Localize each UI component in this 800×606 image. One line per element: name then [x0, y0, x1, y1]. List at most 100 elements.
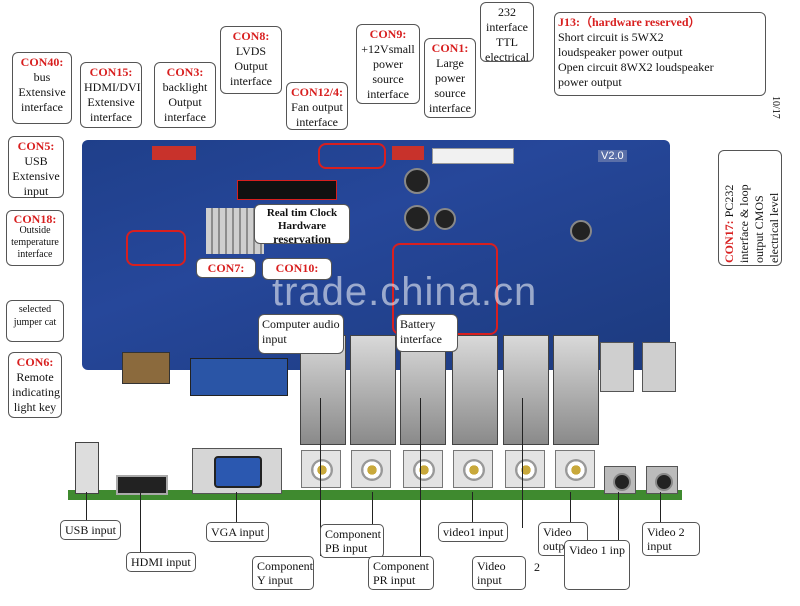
bnc-connector	[452, 335, 498, 445]
leader-line	[472, 492, 473, 522]
callout-id: J13:（hardware reserved）	[558, 15, 701, 29]
bnc-connector	[503, 335, 549, 445]
leader-line	[660, 492, 661, 522]
rtc-sub: reservation	[273, 232, 331, 246]
bnc-jack-icon	[453, 450, 493, 488]
callout-battery: Battery interface	[396, 314, 458, 352]
side-code: 10/17	[770, 96, 781, 119]
white-connector	[432, 148, 514, 164]
vga-port-board	[190, 358, 288, 396]
leader-line	[140, 492, 141, 552]
leader-line	[522, 398, 523, 528]
callout-con40: CON40: bus Extensive interface	[12, 52, 72, 124]
leader-line	[420, 398, 421, 556]
capacitor	[434, 208, 456, 230]
label-text: Video 2 input	[647, 525, 685, 553]
callout-rs232: 232 interface TTL electrical	[480, 2, 534, 64]
capacitor	[404, 168, 430, 194]
callout-id: CON3:	[166, 65, 204, 79]
bnc-jack-icon	[301, 450, 341, 488]
callout-id: CON40:	[20, 55, 64, 69]
callout-audio: Computer audio input	[258, 314, 344, 354]
callout-con5: CON5: USB Extensive input	[8, 136, 64, 198]
callout-text: Outside temperature interface	[11, 225, 59, 260]
label-component-pr: Component PR input	[368, 556, 434, 590]
capacitor	[570, 220, 592, 242]
leader-line	[86, 492, 87, 520]
callout-line: Open circuit 8WX2 loudspeaker	[558, 60, 714, 74]
callout-text: USB Extensive input	[12, 154, 60, 198]
rca-jack-icon	[646, 466, 678, 494]
callout-text: +12Vsmall power source interface	[361, 42, 415, 101]
label-video-input: Video input	[472, 556, 526, 590]
callout-id: CON1:	[431, 41, 469, 55]
callout-con18: CON18: Outside temperature interface	[6, 210, 64, 266]
callout-j13: J13:（hardware reserved） Short circuit is…	[554, 12, 766, 96]
callout-id: CON12/4:	[291, 85, 343, 99]
bnc-jack-icon	[555, 450, 595, 488]
callout-con9: CON9: +12Vsmall power source interface	[356, 24, 420, 104]
callout-con6: CON6: Remote indicating light key	[8, 352, 62, 418]
highlight-con12	[318, 143, 386, 169]
vga-port-center-icon	[214, 456, 262, 488]
label-component-pb: Component PB input	[320, 524, 384, 558]
callout-text: backlight Output interface	[162, 80, 208, 124]
rca-jack-icon	[604, 466, 636, 494]
circuit-board	[82, 140, 670, 370]
callout-id: CON15:	[89, 65, 133, 79]
callout-line: loudspeaker power output	[558, 45, 683, 59]
callout-text: HDMI/DVI Extensive interface	[84, 80, 141, 124]
callout-line: power output	[558, 75, 622, 89]
callout-id: CON8:	[232, 29, 270, 43]
usb-port-icon	[75, 442, 99, 494]
label-video1-inp: Video 1 inp	[564, 540, 630, 590]
callout-text: Remote indicating light key	[12, 370, 60, 414]
callout-text: Computer audio input	[262, 317, 340, 346]
hdmi-port-icon	[116, 475, 168, 495]
callout-con7: CON7:	[196, 258, 256, 278]
board-version: V2.0	[598, 150, 627, 162]
callout-text: LVDS Output interface	[230, 44, 272, 88]
callout-line: Short circuit is 5WX2	[558, 30, 664, 44]
bnc-connector	[553, 335, 599, 445]
label-component-y: Component Y input	[252, 556, 314, 590]
label-text: Video 1 inp	[569, 543, 625, 557]
label-video1-input: video1 input	[438, 522, 509, 542]
callout-con15: CON15: HDMI/DVI Extensive interface	[80, 62, 142, 128]
callout-text: bus Extensive interface	[18, 70, 66, 114]
label-usb-input: USB input	[60, 520, 122, 540]
bnc-jack-icon	[403, 450, 443, 488]
red-connector	[152, 146, 196, 160]
capacitor	[404, 205, 430, 231]
callout-con8: CON8: LVDS Output interface	[220, 26, 282, 94]
leader-line	[618, 492, 619, 540]
bnc-connector	[350, 335, 396, 445]
callout-text: Large power source interface	[429, 56, 471, 115]
bnc-connector	[400, 335, 446, 445]
panel-base	[68, 490, 682, 500]
hdmi-port-board	[122, 352, 170, 384]
callout-id: CON17:	[722, 220, 736, 263]
callout-jumper: selected jumper cat	[6, 300, 64, 342]
rca-connector	[600, 342, 634, 392]
label-text: Video input	[477, 559, 506, 587]
leader-line	[236, 492, 237, 522]
label-video2-input: Video 2 input	[642, 522, 700, 556]
callout-text: Fan output interface	[291, 100, 343, 129]
label-text: Component PB input	[325, 527, 381, 555]
lvds-connector	[237, 180, 337, 200]
callout-id: CON5:	[17, 139, 55, 153]
callout-text: Battery interface	[400, 317, 442, 346]
leader-line	[320, 398, 321, 556]
leader-line	[372, 492, 373, 524]
label-text: Component Y input	[257, 559, 313, 587]
callout-id: CON10:	[275, 261, 319, 275]
bnc-jack-icon	[351, 450, 391, 488]
callout-con1: CON1: Large power source interface	[424, 38, 476, 118]
label-vga-input: VGA input	[206, 522, 270, 542]
callout-con3: CON3: backlight Output interface	[154, 62, 216, 128]
callout-con12: CON12/4: Fan output interface	[286, 82, 348, 130]
callout-id: CON9:	[369, 27, 407, 41]
callout-con17: CON17: PC232 interface & loop output CMO…	[718, 150, 782, 266]
callout-id: CON7:	[207, 261, 245, 275]
